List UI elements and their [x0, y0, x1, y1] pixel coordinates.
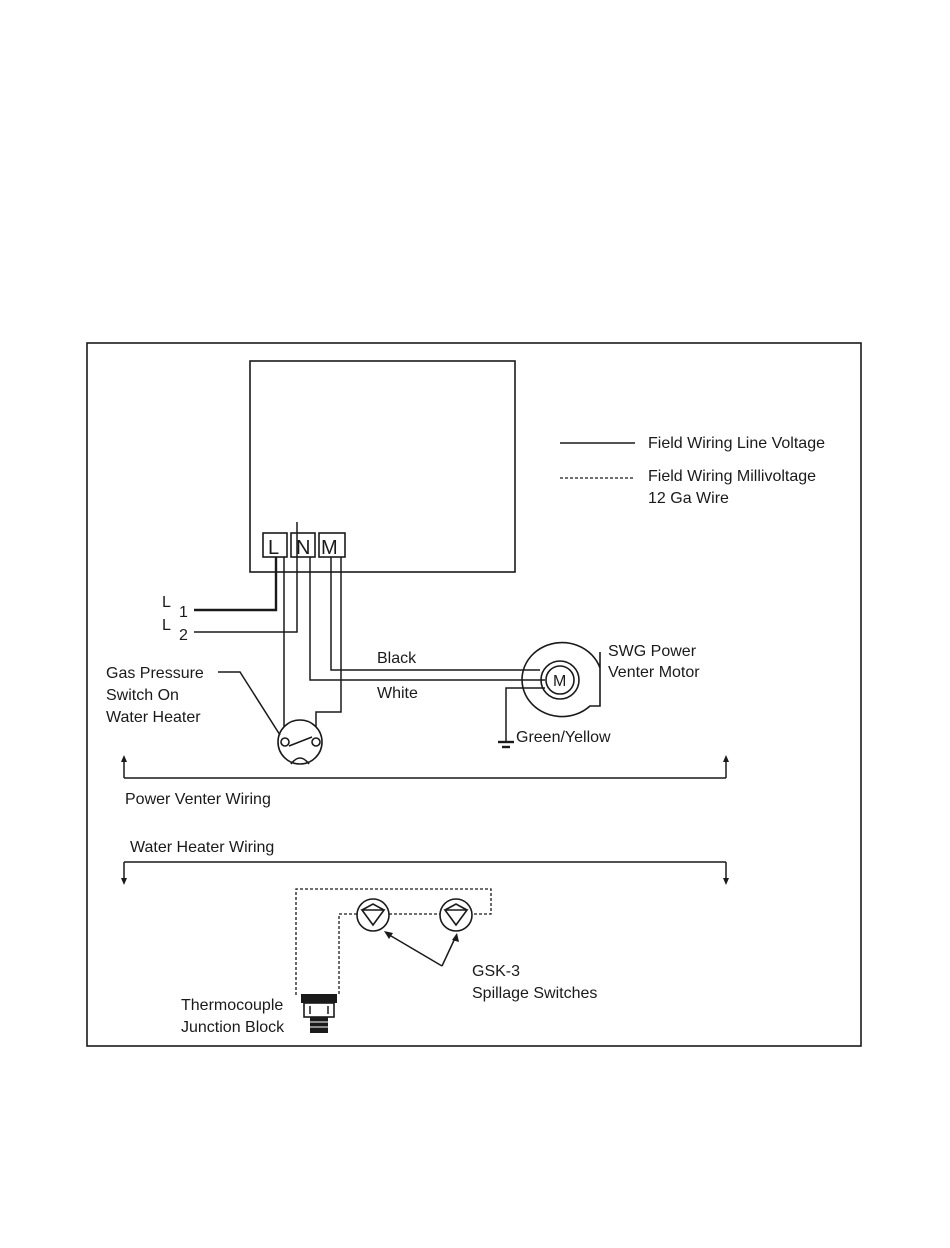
millivolt-loop-inner [339, 914, 357, 995]
ground-symbol [498, 742, 514, 747]
motor-symbol: M [553, 673, 566, 690]
gas-switch-label-line1: Gas Pressure [106, 665, 204, 682]
water-heater-section-label: Water Heater Wiring [130, 839, 274, 856]
wire-white [310, 557, 545, 680]
supply-l1-number: 1 [179, 604, 188, 621]
legend-millivoltage-label: Field Wiring Millivoltage [648, 468, 816, 485]
spillage-pointer-1-arrow [384, 931, 393, 939]
control-box [250, 361, 515, 572]
water-heater-arrow-right [723, 878, 729, 885]
legend: Field Wiring Line Voltage Field Wiring M… [560, 435, 825, 507]
thermocouple-label-line1: Thermocouple [181, 997, 283, 1014]
wire-black-label: Black [377, 650, 417, 667]
thermocouple-label-line2: Junction Block [181, 1019, 285, 1036]
legend-line-voltage-label: Field Wiring Line Voltage [648, 435, 825, 452]
power-venter-arrow-right [723, 755, 729, 762]
gas-switch-label-line2: Switch On [106, 687, 179, 704]
power-venter-arrow-left [121, 755, 127, 762]
spillage-switch-1 [357, 899, 389, 931]
wire-l1 [194, 557, 276, 610]
wire-l2 [194, 522, 297, 632]
water-heater-bracket [121, 862, 729, 885]
water-heater-arrow-left [121, 878, 127, 885]
motor-label-line2: Venter Motor [608, 664, 700, 681]
terminal-block: L N M [263, 533, 345, 559]
wire-m-to-switch [316, 557, 341, 740]
junction-block-thread [310, 1017, 328, 1033]
supply-l2-number: 2 [179, 627, 188, 644]
gas-switch-pointer [218, 672, 280, 735]
thermocouple-junction-block [301, 994, 337, 1033]
legend-wire-gauge-label: 12 Ga Wire [648, 490, 729, 507]
power-venter-section-label: Power Venter Wiring [125, 791, 271, 808]
supply-labels: L 1 L 2 [162, 594, 188, 644]
gas-switch-label-line3: Water Heater [106, 709, 201, 726]
terminal-l-label: L [268, 537, 279, 559]
terminal-m-label: M [321, 537, 338, 559]
spillage-label-line1: GSK-3 [472, 963, 520, 980]
terminal-n-label: N [296, 537, 310, 559]
junction-block-body [304, 1003, 334, 1017]
wire-white-label: White [377, 685, 418, 702]
junction-block-cap [301, 994, 337, 1003]
gas-pressure-switch [278, 720, 322, 764]
supply-l1-letter: L [162, 594, 171, 611]
power-venter-bracket [121, 755, 729, 778]
ground-label: Green/Yellow [516, 729, 611, 746]
spillage-pointer-1 [386, 933, 442, 966]
spillage-label-line2: Spillage Switches [472, 985, 597, 1002]
spillage-switch-2 [440, 899, 472, 931]
supply-l2-letter: L [162, 617, 171, 634]
motor-label-line1: SWG Power [608, 643, 697, 660]
wire-black [331, 557, 540, 670]
